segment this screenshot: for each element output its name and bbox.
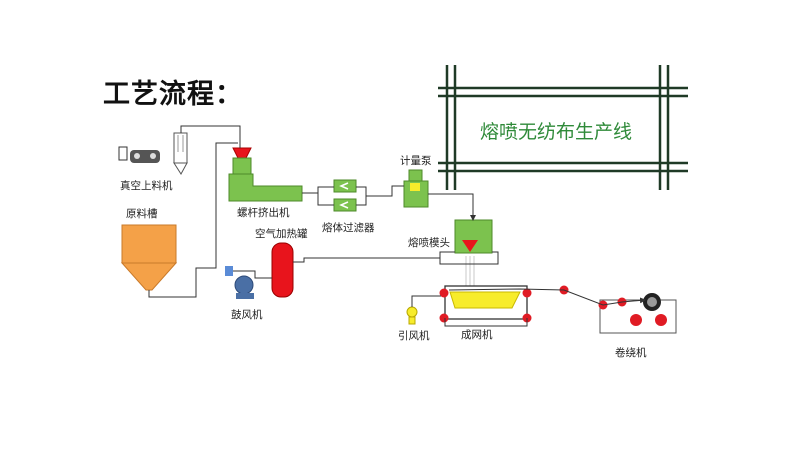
title-text: 熔喷无纺布生产线 [480, 121, 632, 143]
label-melt-filter: 熔体过滤器 [322, 221, 375, 234]
title-frame [438, 65, 688, 190]
label-winder: 卷绕机 [615, 346, 647, 359]
metering-pump [403, 169, 429, 208]
meltblown-die [454, 219, 493, 286]
melt-filter [333, 179, 357, 212]
label-vacuum-loader: 真空上料机 [120, 179, 173, 192]
page-heading: 工艺流程： [103, 79, 243, 110]
web-former [439, 285, 532, 323]
raw-material-tank [120, 224, 178, 291]
label-screw-extruder: 螺杆挤出机 [237, 206, 290, 219]
label-web-former: 成网机 [461, 328, 493, 341]
label-raw-material-tank: 原料槽 [126, 207, 158, 220]
label-metering-pump: 计量泵 [400, 154, 432, 167]
vacuum-loader [118, 132, 188, 175]
label-induced-draft-fan: 引风机 [398, 329, 430, 342]
label-blower: 鼓风机 [231, 308, 263, 321]
label-meltblown-die: 熔喷模头 [408, 236, 450, 249]
air-heating-tank [271, 242, 294, 298]
induced-draft-fan [406, 306, 418, 325]
blower [225, 266, 254, 299]
screw-extruder [228, 147, 303, 202]
label-air-heating-tank: 空气加热罐 [255, 227, 308, 240]
winder [559, 285, 677, 334]
flow-lines [148, 125, 646, 327]
